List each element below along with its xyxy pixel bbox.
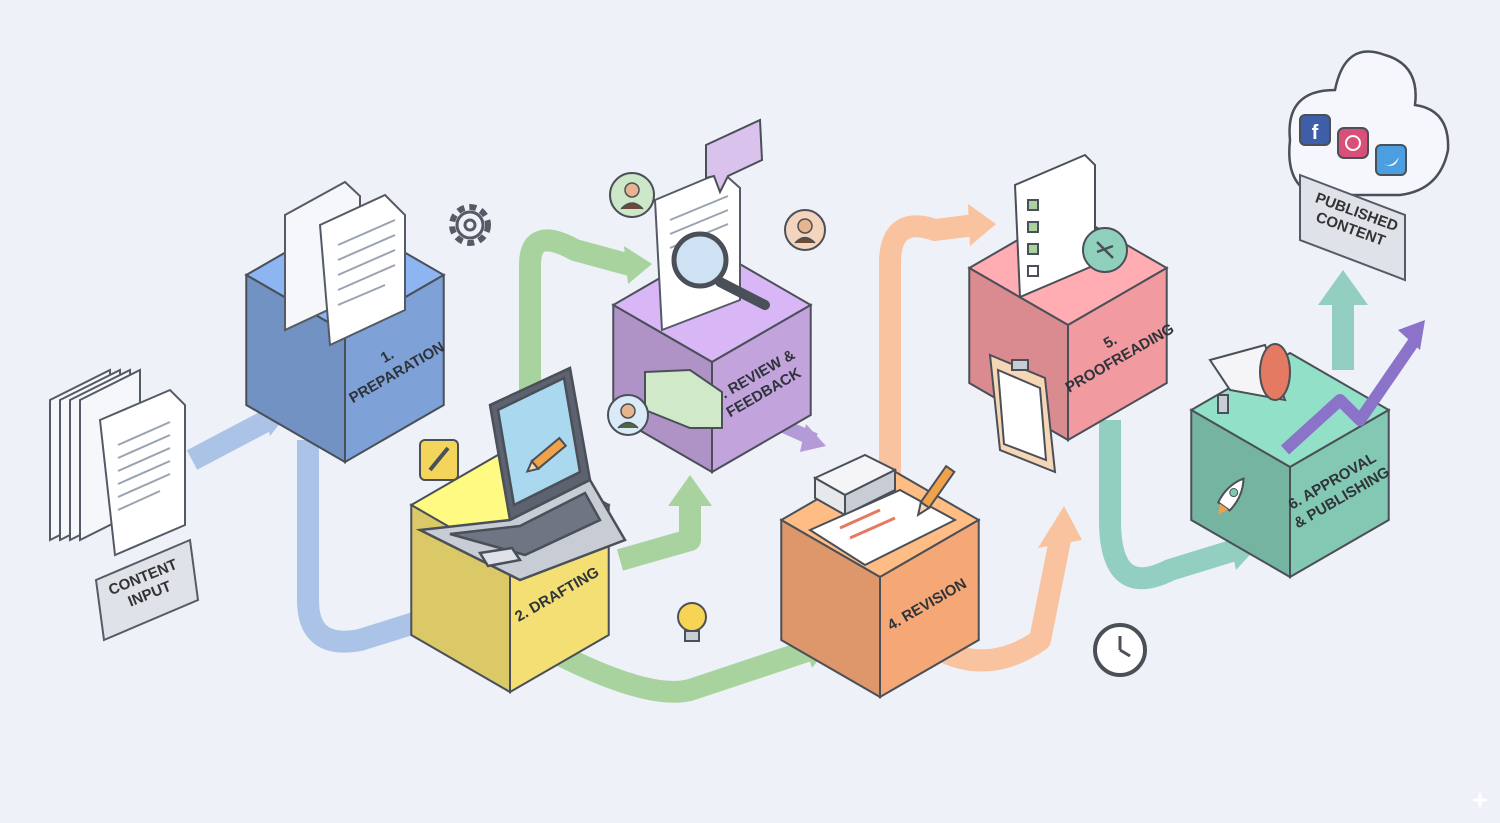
speech-bubble-icon [705,118,764,195]
chat-pencil-icon [419,439,459,481]
avatar-icon [609,172,655,218]
arrow-drafting-to-revision [555,639,814,703]
document-stack-icon [49,368,186,557]
arrow-input-to-preparation [186,410,274,470]
instagram-icon [1337,127,1369,159]
flow-arrows [186,204,1368,703]
arrow-revision-up-to-proofreading [879,214,977,480]
arrow-preparation-to-drafting [297,440,444,653]
facebook-icon [1299,114,1331,146]
cloud-icon: f [1288,50,1450,197]
arrow-drafting-side-up [616,500,701,571]
svg-text:f: f [1312,122,1319,144]
content-input-label: CONTENTINPUT [94,538,200,642]
spellcheck-badge-icon [1082,227,1128,273]
rocket-icon [1216,477,1245,515]
eraser-icon [812,453,898,517]
avatar-icon [784,209,826,251]
arrow-drafting-side-up-head [668,475,712,506]
megaphone-icon [1208,343,1291,414]
arrow-proofreading-to-publishing [1099,420,1239,590]
arrow-review-exit-head [800,424,826,452]
arrow-revision-to-side-head [1038,506,1082,548]
laptop-icon [415,366,627,582]
clock-icon [1093,623,1147,677]
checklist-icon [1013,153,1096,299]
arrow-drafting-up-to-review-head [624,246,652,284]
lightbulb-icon [677,602,707,642]
pencil-icon [525,436,568,473]
content-input: CONTENTINPUT [49,368,200,642]
clipboard-icon [988,353,1057,474]
magnifier-icon [671,231,770,310]
growth-arrow-icon [1280,320,1425,455]
twitter-icon [1375,144,1407,176]
pencil-icon [916,464,956,517]
sparkle-icon [1471,791,1489,809]
arrow-revision-up-to-proofreading-head [968,204,996,246]
arrow-publishing-up-to-output-head [1318,270,1368,305]
arrow-drafting-up-to-review [519,229,633,400]
preparation-documents-icon [284,180,406,347]
published-content-label: PUBLISHEDCONTENT [1299,173,1406,282]
gear-icon [449,204,491,246]
avatar-icon [607,394,649,436]
